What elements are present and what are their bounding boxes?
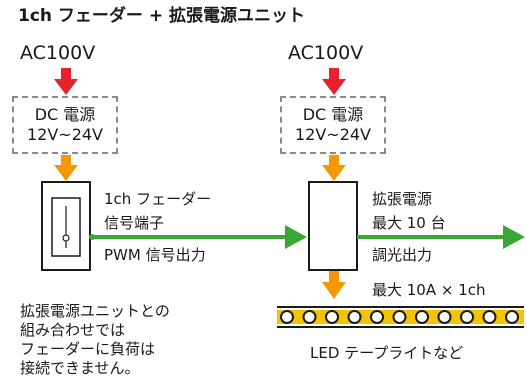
dimming-output-label: 調光出力 [372, 246, 433, 264]
left-psu-box: DC 電源 12V~24V [12, 96, 118, 154]
note-line-4: 接続できません。 [20, 359, 140, 377]
left-psu-line2: 12V~24V [26, 125, 103, 144]
dimming-output-arrow [357, 225, 525, 249]
right-orange-arrow-lower [322, 271, 346, 299]
right-ac-label: AC100V [288, 42, 364, 64]
unit-label-line1: 拡張電源 [372, 190, 433, 208]
right-red-arrow [322, 68, 346, 95]
right-psu-box: DC 電源 12V~24V [280, 96, 386, 154]
led-chips [280, 310, 519, 324]
note-text: 拡張電源ユニットとの 組み合わせでは フェーダーに負荷は 接続できません。 [20, 302, 220, 378]
right-orange-arrow-upper [322, 155, 346, 181]
led-strip-label: LED テープライトなど [310, 344, 464, 362]
led-chip [392, 310, 407, 324]
left-psu-line1: DC 電源 [34, 105, 96, 124]
led-strip [277, 306, 524, 328]
led-chip [415, 310, 429, 324]
unit-label-line2: 最大 10 台 [372, 214, 446, 232]
led-chip [505, 310, 519, 324]
led-chip [280, 310, 294, 324]
left-ac-label: AC100V [20, 42, 96, 64]
fader-device [41, 181, 91, 271]
right-psu-line2: 12V~24V [294, 125, 371, 144]
led-chip [460, 310, 474, 324]
diagram-title: 1ch フェーダー + 拡張電源ユニット [18, 6, 306, 26]
expansion-power-unit [308, 181, 358, 271]
note-line-1: 拡張電源ユニットとの [20, 302, 170, 320]
right-psu-line1: DC 電源 [302, 105, 364, 124]
fader-label-line2: 信号端子 [104, 214, 165, 232]
fader-label-line1: 1ch フェーダー [104, 190, 212, 208]
led-chip [347, 310, 362, 324]
note-line-2: 組み合わせでは [20, 321, 126, 339]
led-chip [437, 310, 452, 324]
pwm-signal-arrow [89, 225, 307, 249]
pwm-signal-label: PWM 信号出力 [104, 246, 206, 264]
load-limit-label: 最大 10A × 1ch [372, 281, 486, 299]
note-line-3: フェーダーに負荷は [20, 340, 156, 358]
led-chip [325, 310, 339, 324]
left-red-arrow [54, 68, 78, 95]
led-chip [370, 310, 384, 324]
led-chip [302, 310, 317, 324]
left-orange-arrow [54, 155, 78, 181]
led-chip [482, 310, 497, 324]
